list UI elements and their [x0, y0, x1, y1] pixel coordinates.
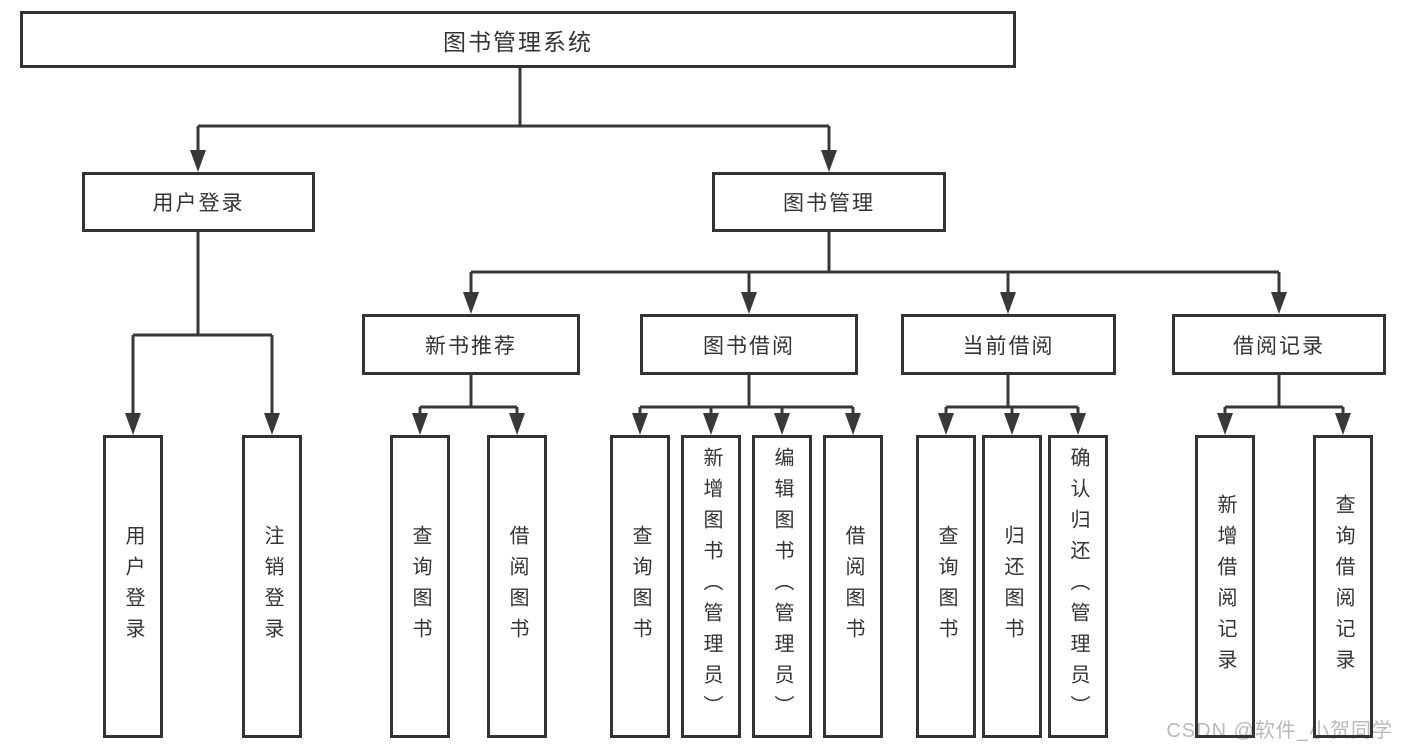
leaf-edit-books-admin: 编辑图书（管理员） — [752, 435, 812, 738]
node-current-borrowing: 当前借阅 — [901, 314, 1116, 375]
leaf-query-books-recommend-label: 查询图书 — [409, 524, 431, 649]
connector-root — [196, 68, 831, 152]
connector-user-login — [131, 232, 274, 414]
node-book-management-label: 图书管理 — [783, 192, 875, 215]
node-user-login-label: 用户登录 — [152, 192, 245, 215]
leaf-add-books-admin: 新增图书（管理员） — [681, 435, 741, 738]
leaf-borrow-books-borrowing-label: 借阅图书 — [842, 524, 864, 649]
leaf-edit-books-admin-label: 编辑图书（管理员） — [771, 447, 793, 726]
leaf-user-login-label: 用户登录 — [122, 524, 144, 649]
node-current-borrowing-label: 当前借阅 — [962, 334, 1055, 358]
node-borrow-records-label: 借阅记录 — [1233, 334, 1325, 358]
connector-current-borrowing — [944, 375, 1080, 414]
node-root: 图书管理系统 — [20, 11, 1016, 68]
leaf-add-books-admin-label: 新增图书（管理员） — [700, 447, 722, 726]
node-book-borrowing: 图书借阅 — [640, 314, 858, 375]
leaf-borrow-books-borrowing: 借阅图书 — [823, 435, 883, 738]
leaf-add-borrow-record: 新增借阅记录 — [1195, 435, 1255, 738]
leaf-query-borrow-record-label: 查询借阅记录 — [1332, 493, 1354, 680]
leaf-borrow-books-recommend-label: 借阅图书 — [506, 524, 528, 649]
leaf-return-books: 归还图书 — [982, 435, 1042, 738]
leaf-query-books-borrowing: 查询图书 — [610, 435, 670, 738]
connector-new-book-recommendation — [418, 375, 519, 414]
connector-borrow-records — [1223, 375, 1345, 414]
leaf-query-books-current: 查询图书 — [916, 435, 976, 738]
node-new-book-recommendation: 新书推荐 — [362, 314, 580, 375]
node-new-book-recommendation-label: 新书推荐 — [425, 334, 517, 358]
arrowheads — [125, 150, 1351, 435]
leaf-query-borrow-record: 查询借阅记录 — [1313, 435, 1373, 738]
leaf-confirm-return-admin-label: 确认归还（管理员） — [1067, 447, 1089, 726]
leaf-logout-login: 注销登录 — [242, 435, 302, 738]
leaf-borrow-books-recommend: 借阅图书 — [487, 435, 547, 738]
leaf-query-books-current-label: 查询图书 — [935, 524, 957, 649]
node-book-management: 图书管理 — [712, 172, 946, 232]
node-borrow-records: 借阅记录 — [1172, 314, 1386, 375]
leaf-logout-login-label: 注销登录 — [261, 524, 283, 649]
node-user-login: 用户登录 — [82, 172, 315, 232]
leaf-user-login: 用户登录 — [103, 435, 163, 738]
leaf-query-books-borrowing-label: 查询图书 — [629, 524, 651, 649]
connector-book-borrowing — [638, 375, 855, 414]
leaf-query-books-recommend: 查询图书 — [390, 435, 450, 738]
connector-book-management — [469, 232, 1281, 294]
leaf-add-borrow-record-label: 新增借阅记录 — [1214, 493, 1236, 680]
leaf-return-books-label: 归还图书 — [1001, 524, 1023, 649]
node-root-label: 图书管理系统 — [443, 28, 593, 55]
leaf-confirm-return-admin: 确认归还（管理员） — [1048, 435, 1108, 738]
node-book-borrowing-label: 图书借阅 — [703, 334, 795, 358]
